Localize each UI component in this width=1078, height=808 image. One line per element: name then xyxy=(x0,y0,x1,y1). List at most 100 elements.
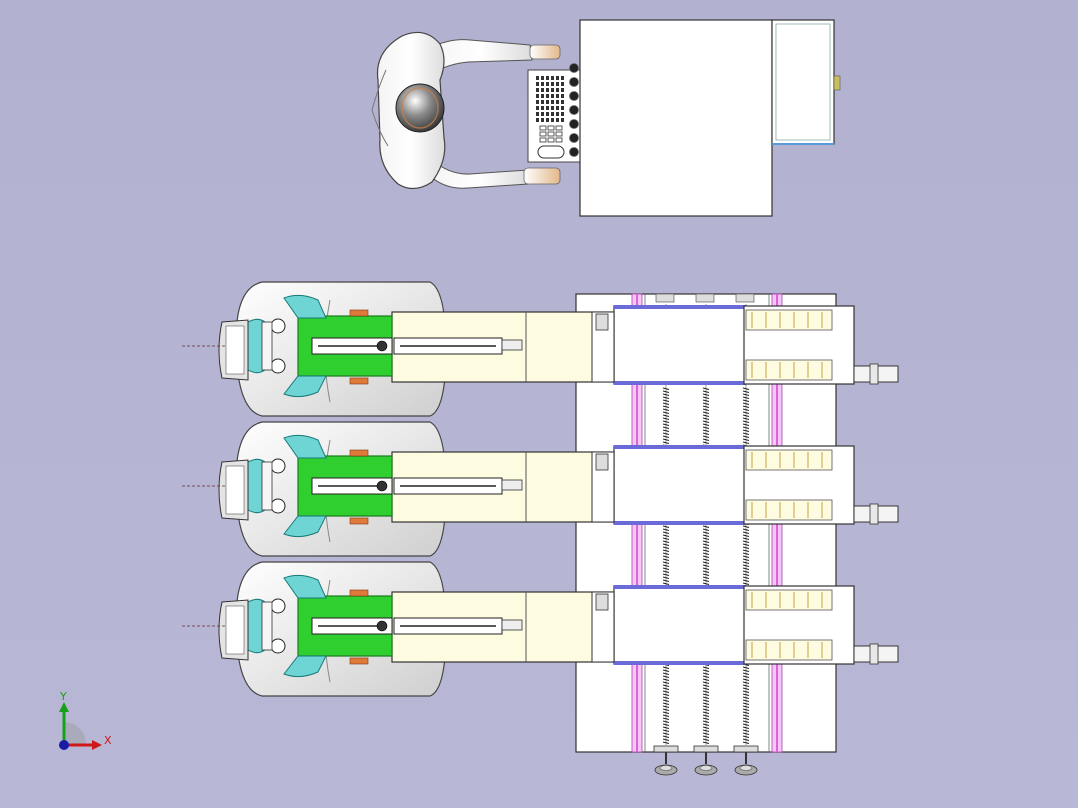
pendant-knob xyxy=(569,147,579,157)
lead-screw-thread xyxy=(742,672,750,675)
lead-screw-thread xyxy=(702,528,710,531)
lead-screw-thread xyxy=(702,438,710,441)
lead-screw-thread xyxy=(662,708,670,711)
lead-screw-thread xyxy=(742,525,750,528)
lead-screw-thread xyxy=(662,699,670,702)
lead-screw-thread xyxy=(662,543,670,546)
carriage-strip-bottom xyxy=(614,381,746,385)
lead-screw-thread xyxy=(702,390,710,393)
lead-screw-thread xyxy=(742,738,750,741)
keypad-button xyxy=(539,125,547,131)
lead-screw-thread xyxy=(662,729,670,732)
lead-screw-thread xyxy=(742,726,750,729)
lead-screw-thread xyxy=(702,549,710,552)
keypad-button xyxy=(555,125,563,131)
carriage-block xyxy=(613,585,747,665)
lead-screw-thread xyxy=(702,702,710,705)
lead-screw-thread xyxy=(742,702,750,705)
triad-y-label: Y xyxy=(59,690,67,703)
lead-screw-thread xyxy=(742,552,750,555)
lead-screw-thread xyxy=(702,414,710,417)
leveling-foot xyxy=(693,745,719,776)
lead-screw-thread xyxy=(742,390,750,393)
keypad-button xyxy=(547,131,555,137)
lead-screw-thread xyxy=(662,525,670,528)
foot-pad-top xyxy=(659,765,673,771)
guide-roller xyxy=(270,318,286,334)
lead-screw-thread xyxy=(662,531,670,534)
lead-screw-thread xyxy=(742,735,750,738)
lead-screw-thread xyxy=(702,405,710,408)
clamp-jaw-top xyxy=(283,294,327,319)
lead-screw-thread xyxy=(662,549,670,552)
leveling-feet xyxy=(653,745,759,776)
lead-screw-thread xyxy=(662,426,670,429)
lead-screw-thread xyxy=(662,696,670,699)
lead-screw-thread xyxy=(662,672,670,675)
keypad-button xyxy=(547,137,555,143)
keypad-key xyxy=(536,100,539,104)
lead-screw-thread xyxy=(702,546,710,549)
lead-screw-thread xyxy=(702,561,710,564)
lead-screw-thread xyxy=(742,699,750,702)
lead-screw-thread xyxy=(742,666,750,669)
lead-screw-thread xyxy=(662,720,670,723)
keypad-key xyxy=(541,88,544,92)
lead-screw-thread xyxy=(662,678,670,681)
lead-screw-thread xyxy=(702,684,710,687)
lead-screw-thread xyxy=(702,573,710,576)
lead-screw-thread xyxy=(742,711,750,714)
lead-screw-thread xyxy=(742,432,750,435)
lead-screw-thread xyxy=(702,723,710,726)
lead-screw-thread xyxy=(702,687,710,690)
orange-pad-top xyxy=(349,309,369,317)
lead-screw-thread xyxy=(742,570,750,573)
lead-screw-thread xyxy=(662,402,670,405)
lead-screw-thread xyxy=(702,666,710,669)
pendant-knob xyxy=(569,91,579,101)
lead-screw-thread xyxy=(702,540,710,543)
lead-screw-thread xyxy=(702,579,710,582)
pendant-knob xyxy=(569,119,579,129)
lead-screw-thread xyxy=(702,714,710,717)
lead-screw-thread xyxy=(662,423,670,426)
keypad-key xyxy=(541,94,544,98)
keypad-key xyxy=(536,88,539,92)
lead-screw-thread xyxy=(742,399,750,402)
lead-screw-thread xyxy=(662,564,670,567)
guide-rail-top xyxy=(745,309,833,331)
orange-pad-top xyxy=(349,589,369,597)
lead-screw-thread xyxy=(702,411,710,414)
foot-bracket xyxy=(733,745,759,753)
lead-screw-thread xyxy=(702,525,710,528)
keypad-key xyxy=(561,100,564,104)
lead-screw-thread xyxy=(662,723,670,726)
lead-screw-thread xyxy=(742,687,750,690)
keypad-key xyxy=(561,88,564,92)
lead-screw-thread xyxy=(662,705,670,708)
coordinate-triad: Y X xyxy=(59,690,112,750)
guide-rail-top xyxy=(745,449,833,471)
lead-screw-thread xyxy=(742,681,750,684)
keypad-key xyxy=(556,88,559,92)
carriage-strip-top xyxy=(614,445,746,449)
guide-rail-bottom xyxy=(745,359,833,381)
lead-screw-thread xyxy=(702,531,710,534)
triad-origin xyxy=(59,740,69,750)
clamp-jaw-top xyxy=(283,434,327,459)
keypad-key xyxy=(536,94,539,98)
foot-bracket xyxy=(653,745,679,753)
lead-screw-thread xyxy=(702,711,710,714)
keypad-button xyxy=(547,125,555,131)
lead-screw-thread xyxy=(702,696,710,699)
lead-screw-thread xyxy=(662,420,670,423)
lead-screw-thread xyxy=(662,732,670,735)
lead-screw-thread xyxy=(662,528,670,531)
lead-screw-thread xyxy=(742,537,750,540)
lead-screw-thread xyxy=(662,579,670,582)
keypad-key xyxy=(546,88,549,92)
lead-screw-thread xyxy=(702,552,710,555)
lead-screw-thread xyxy=(742,543,750,546)
lead-screw-thread xyxy=(702,567,710,570)
